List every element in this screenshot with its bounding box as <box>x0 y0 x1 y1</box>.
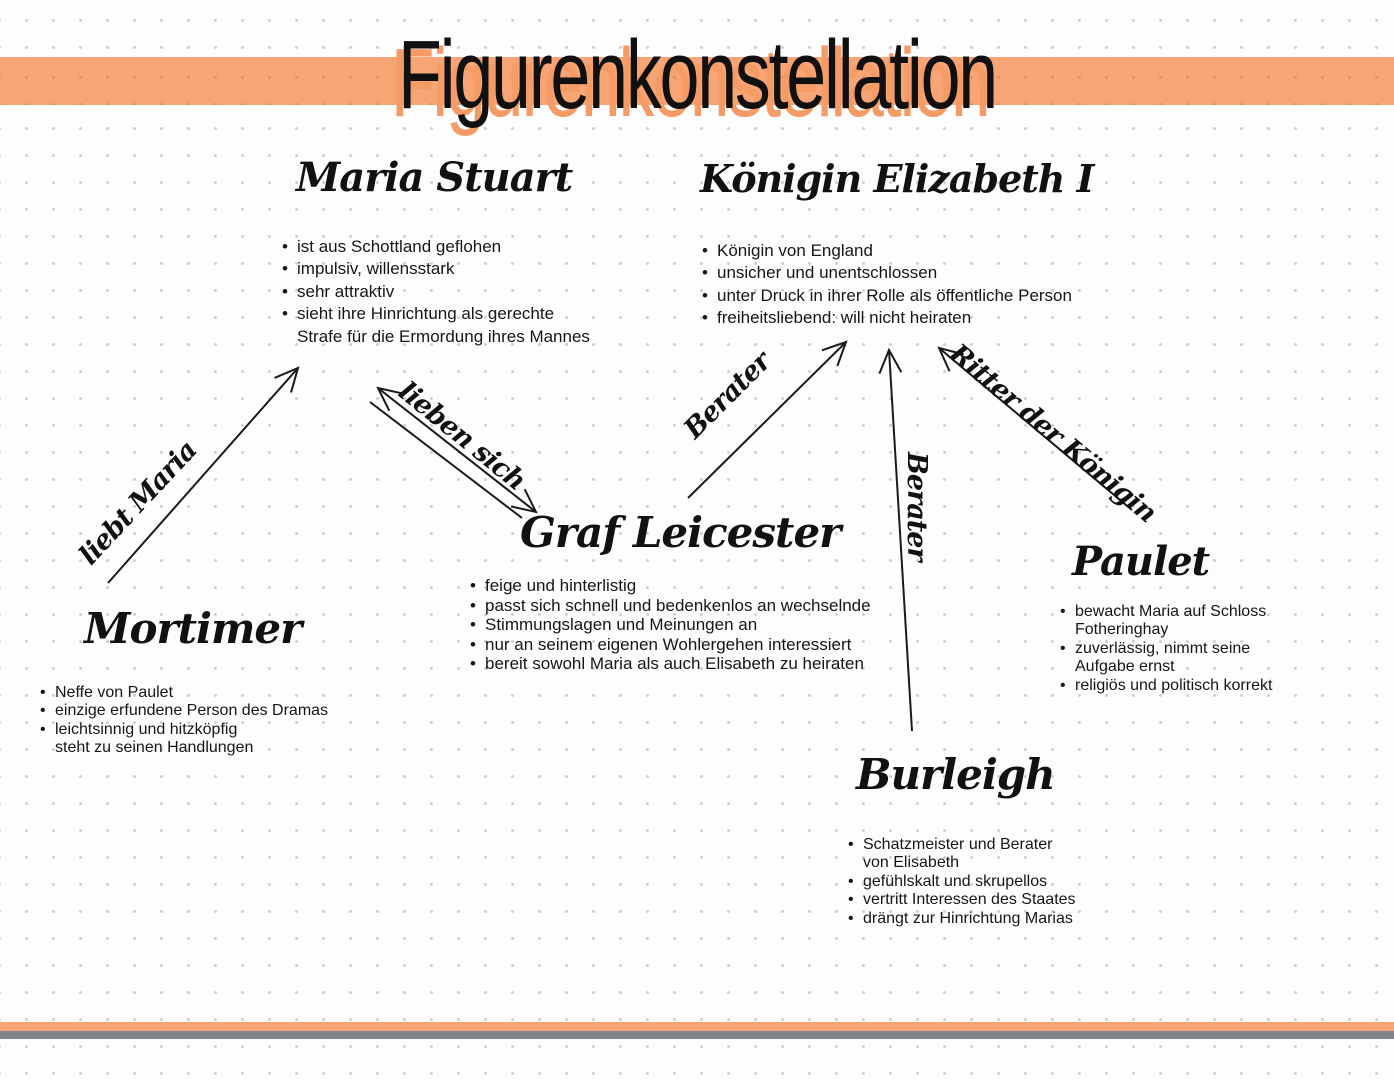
trait-line: von Elisabeth <box>863 854 960 872</box>
trait-line: feige und hinterlistig <box>468 576 871 596</box>
trait-list-maria-stuart: ist aus Schottland geflohen impulsiv, wi… <box>280 236 590 348</box>
trait-line: steht zu seinen Handlungen <box>55 739 254 757</box>
trait-line: vertritt Interessen des Staates <box>846 891 1076 910</box>
trait-line: religiös und politisch korrekt <box>1058 677 1272 696</box>
trait-line: Strafe für die Ermordung ihres Mannes <box>297 326 590 346</box>
footer-gray-bar <box>0 1031 1394 1039</box>
trait-line: unter Druck in ihrer Rolle als öffentlic… <box>700 285 1072 308</box>
trait-list-mortimer: Neffe von Paulet einzige erfundene Perso… <box>38 684 328 758</box>
arrow-label-berater-burleigh: Berater <box>901 452 932 561</box>
character-name-mortimer: Mortimer <box>84 604 302 653</box>
trait-line: bewacht Maria auf Schloss <box>1058 603 1272 622</box>
character-name-koenigin-elizabeth: Königin Elizabeth I <box>700 156 1094 201</box>
arrow-lieben-sich-second-stroke <box>369 401 523 519</box>
page-title: Figurenkonstellation <box>397 20 998 129</box>
arrow-berater-burleigh <box>878 347 913 732</box>
title-highlight-band <box>0 57 1394 105</box>
trait-line: Neffe von Paulet <box>38 684 328 703</box>
trait-line: passt sich schnell und bedenkenlos an we… <box>468 596 871 616</box>
trait-line: Königin von England <box>700 240 1072 263</box>
trait-list-graf-leicester: feige und hinterlistig passt sich schnel… <box>468 576 871 674</box>
trait-line: sieht ihre Hinrichtung als gerechte <box>280 303 590 326</box>
footer-orange-bar <box>0 1022 1394 1031</box>
trait-line: ist aus Schottland geflohen <box>280 236 590 259</box>
trait-line: drängt zur Hinrichtung Marias <box>846 910 1076 929</box>
trait-line: Aufgabe ernst <box>1075 658 1175 676</box>
trait-line: impulsiv, willensstark <box>280 258 590 281</box>
trait-line: nur an seinem eigenen Wohlergehen intere… <box>468 635 871 655</box>
character-name-paulet: Paulet <box>1072 538 1210 585</box>
trait-line: Stimmungslagen und Meinungen an <box>468 615 871 635</box>
trait-line: sehr attraktiv <box>280 281 590 304</box>
trait-line: Fotheringhay <box>1075 621 1169 639</box>
trait-list-burleigh: Schatzmeister und Berater von Elisabeth … <box>846 836 1076 928</box>
trait-line: freiheitsliebend: will nicht heiraten <box>700 307 1072 330</box>
trait-line: unsicher und unentschlossen <box>700 262 1072 285</box>
trait-list-paulet: bewacht Maria auf Schloss Fotheringhay z… <box>1058 603 1272 695</box>
trait-line: zuverlässig, nimmt seine <box>1058 640 1272 659</box>
trait-list-koenigin-elizabeth: Königin von England unsicher und unentsc… <box>700 240 1072 330</box>
arrow-liebt-maria <box>107 366 300 584</box>
trait-line: Schatzmeister und Berater <box>846 836 1076 855</box>
character-name-burleigh: Burleigh <box>856 750 1056 799</box>
character-name-maria-stuart: Maria Stuart <box>296 154 573 201</box>
arrow-lieben-sich <box>376 386 538 514</box>
trait-line: einzige erfundene Person des Dramas <box>38 702 328 721</box>
arrow-berater-leicester <box>687 340 848 499</box>
arrow-ritter-der-koenigin <box>937 346 1133 511</box>
trait-line: bereit sowohl Maria als auch Elisabeth z… <box>468 654 871 674</box>
character-name-graf-leicester: Graf Leicester <box>520 508 841 557</box>
trait-line: leichtsinnig und hitzköpfig <box>38 721 328 740</box>
trait-line: gefühlskalt und skrupellos <box>846 873 1076 892</box>
